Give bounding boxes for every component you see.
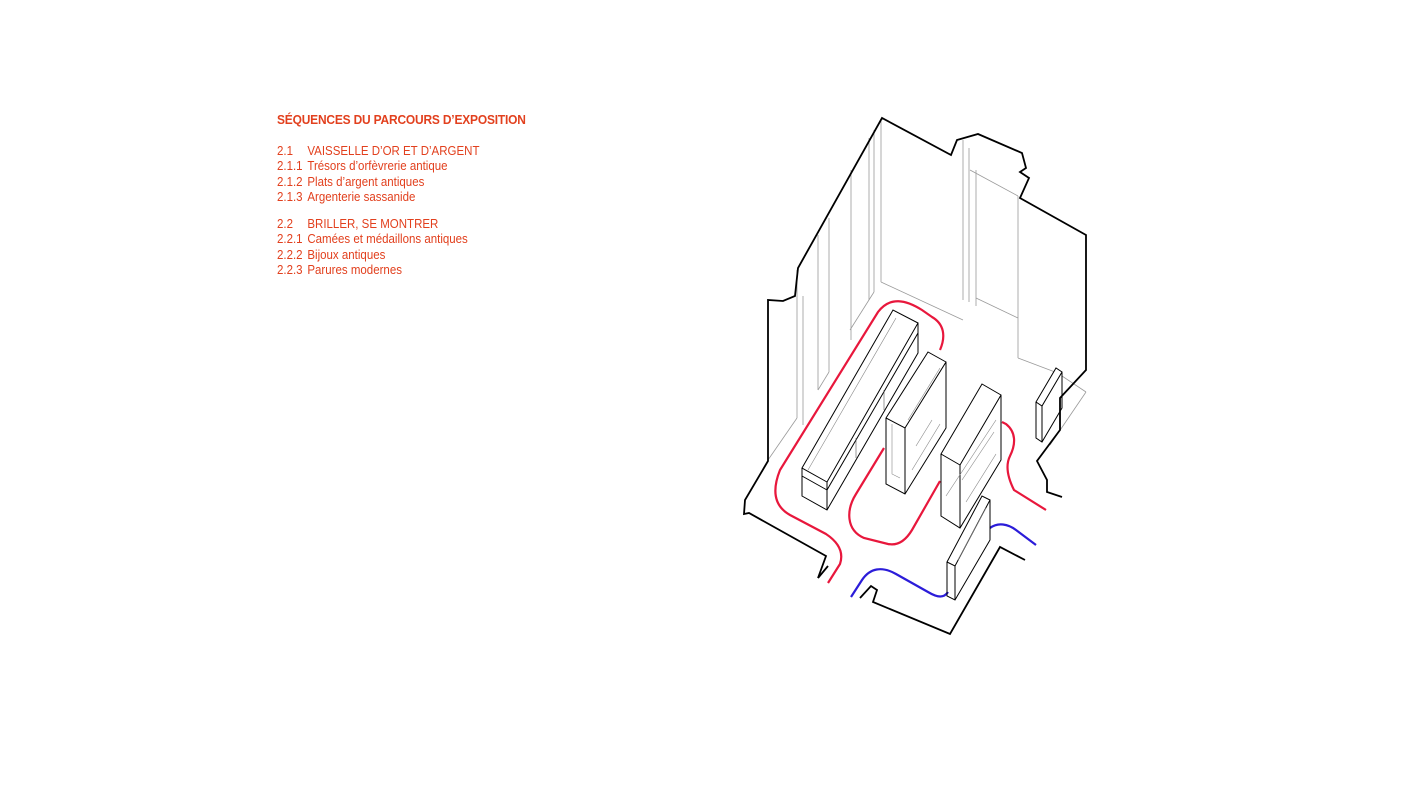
item-label: VAISSELLE D’OR ET D’ARGENT	[307, 144, 480, 158]
list-item: 2.1.3 Argenterie sassanide	[277, 190, 526, 205]
vitrine-2	[885, 351, 947, 495]
item-number: 2.1.1	[277, 159, 303, 174]
display-cases	[801, 309, 1063, 601]
item-number: 2.1.3	[277, 189, 303, 204]
item-number: 2.2.2	[277, 247, 303, 262]
list-item: 2.2.3 Parures modernes	[277, 263, 526, 278]
item-label: Parures modernes	[307, 263, 402, 278]
item-label: Camées et médaillons antiques	[307, 232, 468, 247]
item-label: Trésors d’orfèvrerie antique	[307, 159, 448, 174]
vitrine-3	[940, 383, 1002, 529]
item-label: Bijoux antiques	[307, 247, 386, 262]
list-item: 2.2.1 Camées et médaillons antiques	[277, 232, 526, 247]
legend-title: SÉQUENCES DU PARCOURS D’EXPOSITION	[277, 112, 526, 127]
list-item: 2.2.2 Bijoux antiques	[277, 248, 526, 263]
vitrine-5	[1035, 367, 1063, 443]
route-red	[774, 300, 1047, 584]
item-number: 2.2.1	[277, 232, 303, 247]
list-item: 2.1.2 Plats d’argent antiques	[277, 175, 526, 190]
interior-wall-details	[767, 120, 1087, 461]
route-blue	[850, 523, 1037, 598]
legend-group-2-1: 2.1 VAISSELLE D’OR ET D’ARGENT 2.1.1 Tré…	[277, 144, 547, 205]
item-number: 2.2	[277, 217, 293, 232]
list-item: 2.1 VAISSELLE D’OR ET D’ARGENT	[277, 144, 526, 159]
outer-walls	[743, 116, 1087, 636]
item-number: 2.2.3	[277, 263, 303, 278]
vitrine-long	[801, 309, 919, 511]
item-label: Argenterie sassanide	[307, 189, 416, 204]
legend-group-2-2: 2.2 BRILLER, SE MONTRER 2.2.1 Camées et …	[277, 217, 547, 278]
legend: SÉQUENCES DU PARCOURS D’EXPOSITION 2.1 V…	[277, 112, 547, 290]
item-number: 2.1.2	[277, 174, 303, 189]
item-label: Plats d’argent antiques	[307, 174, 425, 189]
list-item: 2.1.1 Trésors d’orfèvrerie antique	[277, 159, 526, 174]
item-label: BRILLER, SE MONTRER	[307, 217, 439, 232]
vitrine-4	[946, 495, 991, 601]
item-number: 2.1	[277, 144, 293, 158]
list-item: 2.2 BRILLER, SE MONTRER	[277, 217, 526, 232]
